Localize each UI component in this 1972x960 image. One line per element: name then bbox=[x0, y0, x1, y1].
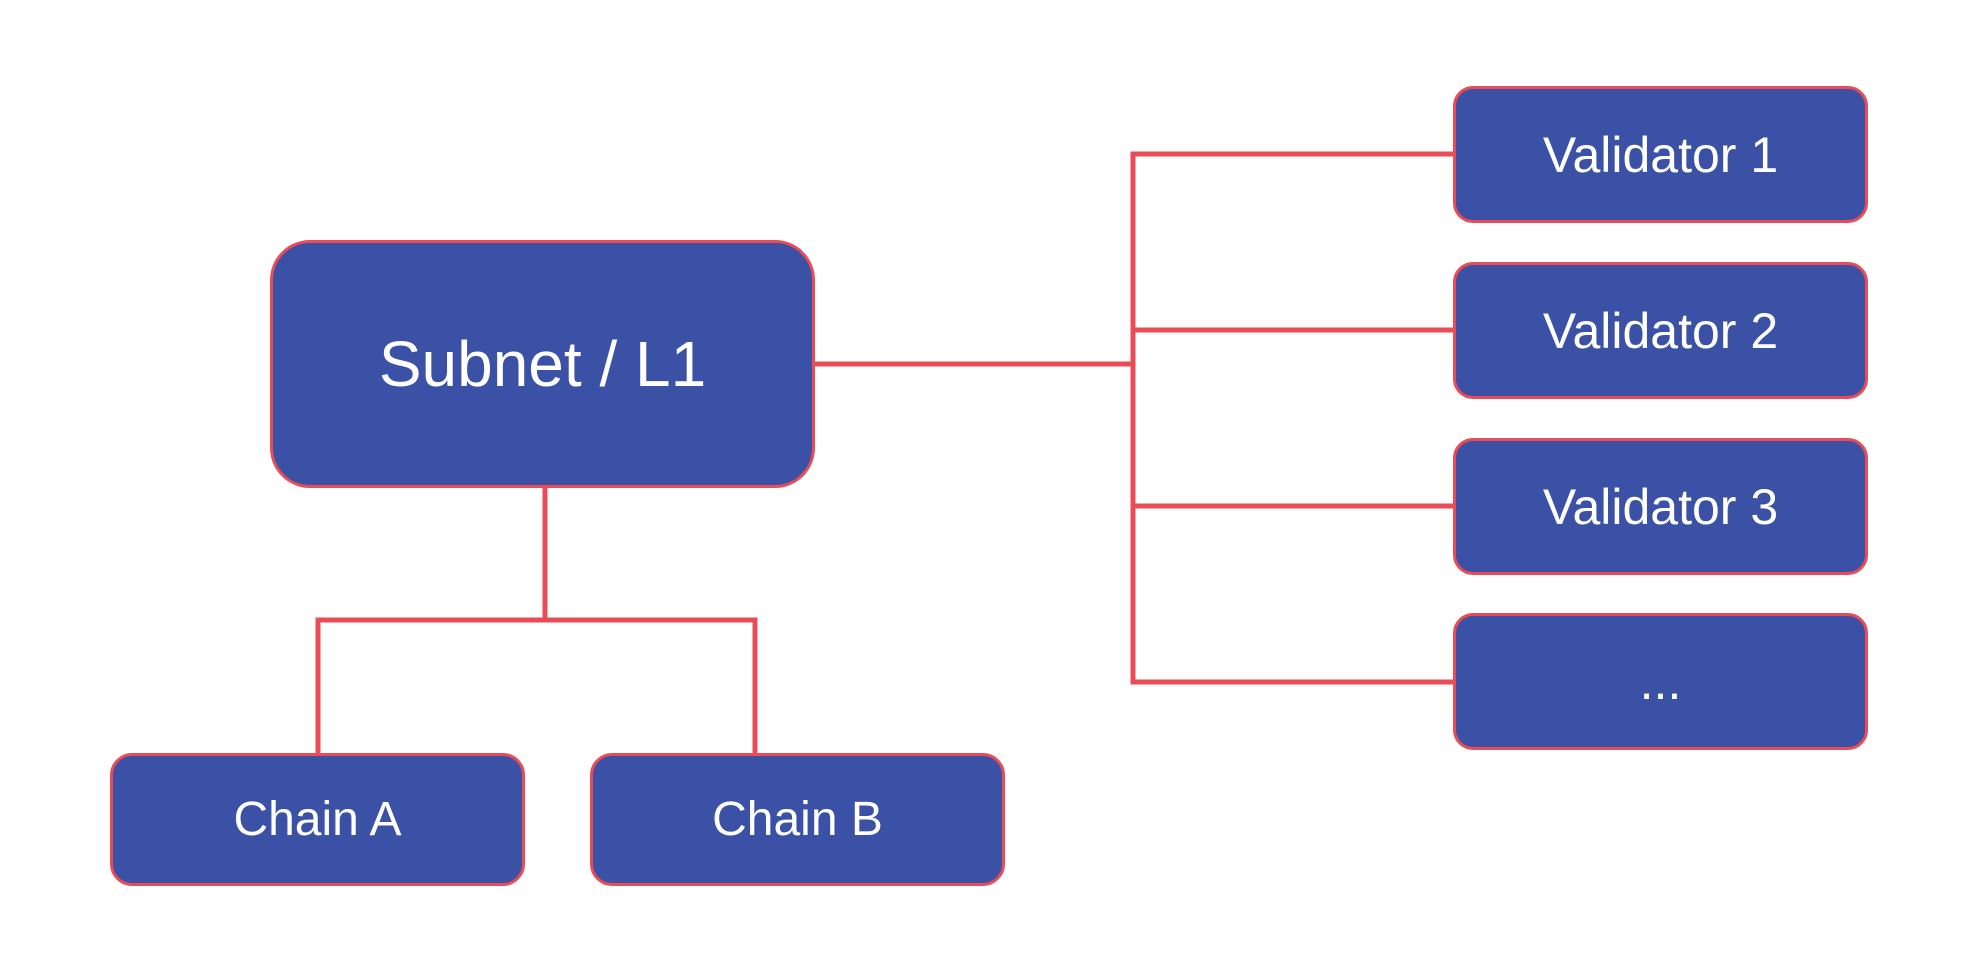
validator-ellipsis-node: ... bbox=[1453, 613, 1868, 750]
validator-2-node: Validator 2 bbox=[1453, 262, 1868, 399]
validator-1-node: Validator 1 bbox=[1453, 86, 1868, 223]
subnet-node: Subnet / L1 bbox=[270, 240, 815, 488]
connector-chain-spine bbox=[315, 617, 758, 753]
validator-1-label: Validator 1 bbox=[1542, 126, 1779, 183]
validator-3-node: Validator 3 bbox=[1453, 438, 1868, 575]
subnet-label: Subnet / L1 bbox=[378, 328, 707, 400]
validator-3-label: Validator 3 bbox=[1542, 478, 1779, 535]
chain-a-node: Chain A bbox=[110, 753, 525, 886]
validator-ellipsis-label: ... bbox=[1639, 653, 1682, 710]
validator-2-label: Validator 2 bbox=[1542, 302, 1779, 359]
connector-validator-spine bbox=[1130, 151, 1453, 685]
chain-b-label: Chain B bbox=[712, 792, 883, 846]
chain-b-node: Chain B bbox=[590, 753, 1005, 886]
chain-a-label: Chain A bbox=[233, 792, 402, 846]
